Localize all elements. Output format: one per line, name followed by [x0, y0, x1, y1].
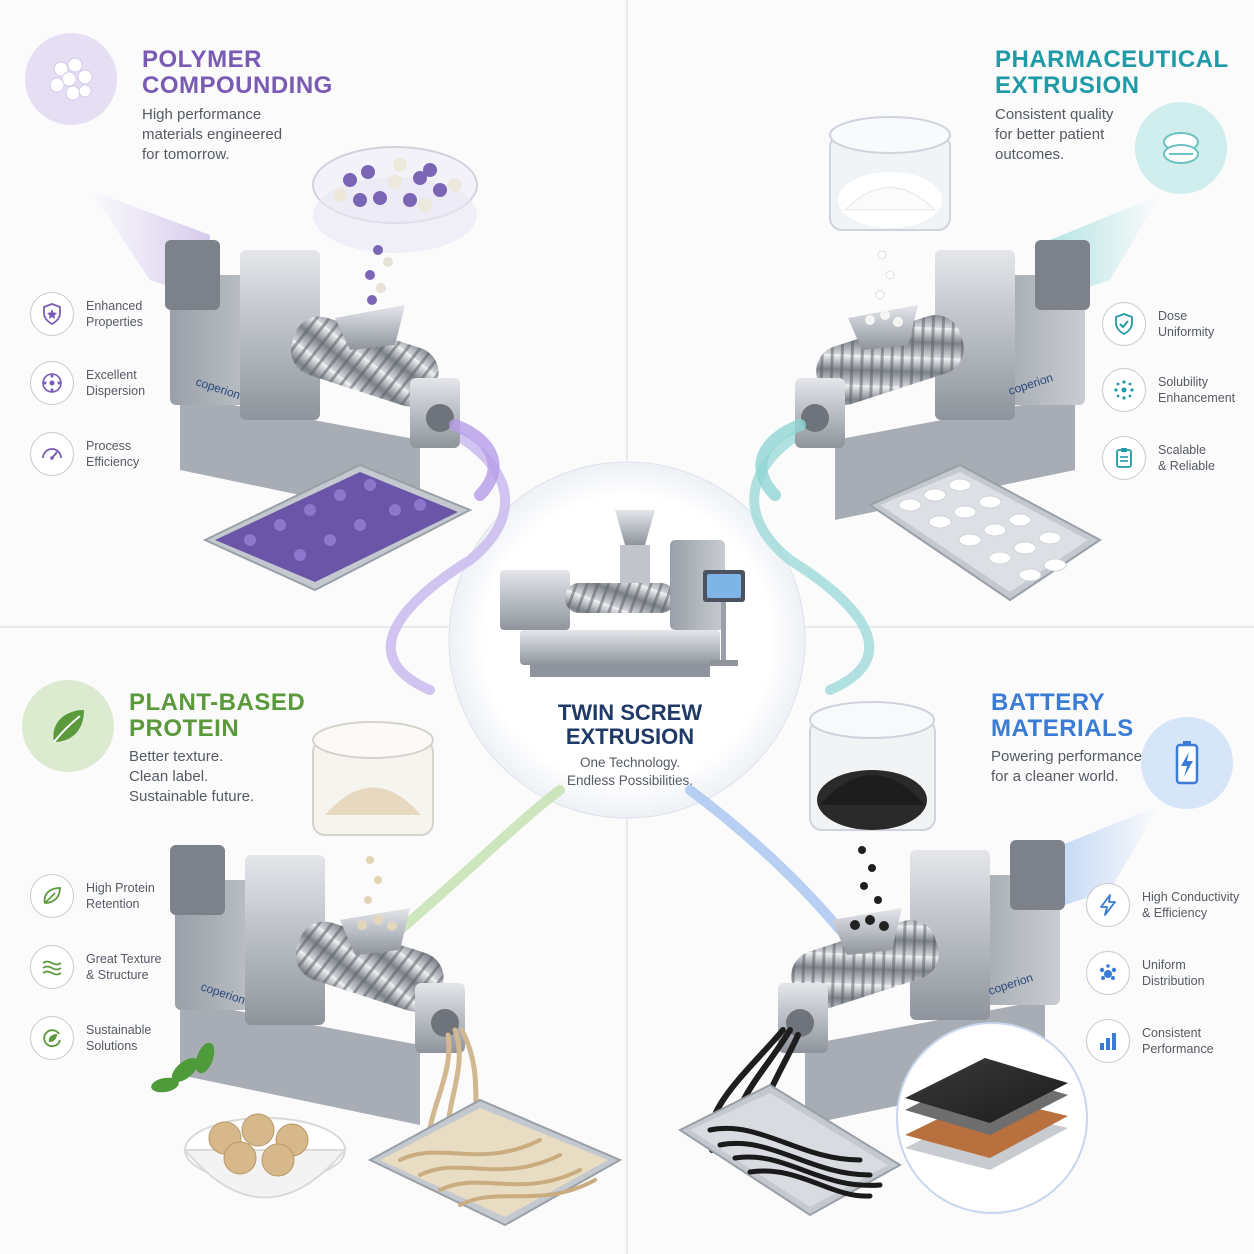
battery-feature-2: Uniform Distribution	[1086, 951, 1205, 995]
feature-label: Sustainable Solutions	[86, 1023, 152, 1053]
plant-protein-tray	[367, 1098, 623, 1227]
pharma-feature-3: Scalable & Reliable	[1102, 436, 1215, 480]
battery-description: Powering performance for a cleaner world…	[991, 748, 1142, 785]
pharma-feature-1: Dose Uniformity	[1102, 302, 1214, 346]
plant-feature-2: Great Texture & Structure	[30, 945, 162, 989]
pellets-icon	[25, 33, 117, 125]
pharma-feature-2: Solubility Enhancement	[1102, 368, 1235, 412]
battery-feature-1: High Conductivity & Efficiency	[1086, 883, 1239, 927]
battery-sheet-inset	[896, 1022, 1088, 1214]
plant-feature-1: High Protein Retention	[30, 874, 155, 918]
battery-icon	[1141, 717, 1233, 809]
shield-icon	[30, 292, 74, 336]
polymer-feature-1: Enhanced Properties	[30, 292, 143, 336]
molecule-icon	[1102, 368, 1146, 412]
feature-label: Scalable & Reliable	[1158, 443, 1215, 473]
polymer-title: POLYMER COMPOUNDING	[142, 46, 333, 99]
polymer-feature-2: Excellent Dispersion	[30, 361, 145, 405]
leaf-icon	[30, 874, 74, 918]
feature-label: High Protein Retention	[86, 881, 155, 911]
pharma-tablet-tray	[867, 463, 1102, 602]
plant-extruder-machine: coperion	[170, 845, 483, 1163]
leaves-icon	[22, 680, 114, 772]
plant-description: Better texture. Clean label. Sustainable…	[129, 748, 255, 805]
battery-feature-3: Consistent Performance	[1086, 1019, 1214, 1063]
feature-label: High Conductivity & Efficiency	[1142, 890, 1240, 920]
feature-label: Process Efficiency	[86, 439, 140, 469]
bar-chart-icon	[1086, 1019, 1130, 1063]
tablets-icon	[1135, 102, 1227, 194]
feature-label: Uniform Distribution	[1142, 958, 1205, 988]
polymer-description: High performance materials engineered fo…	[142, 106, 283, 163]
feature-label: Dose Uniformity	[1158, 309, 1215, 339]
recycle-leaf-icon	[30, 1016, 74, 1060]
lightning-icon	[1086, 883, 1130, 927]
particles-icon	[1086, 951, 1130, 995]
plant-powder-dish	[312, 721, 434, 904]
center-extruder-machine	[500, 510, 745, 677]
flow-ribbon-battery	[685, 785, 845, 935]
pharma-description: Consistent quality for better patient ou…	[995, 106, 1114, 163]
dispersion-icon	[30, 361, 74, 405]
plant-protein-bowl	[151, 1042, 348, 1199]
feature-label: Consistent Performance	[1142, 1026, 1214, 1056]
center-title: TWIN SCREW EXTRUSION	[557, 700, 703, 749]
battery-title: BATTERY MATERIALS	[991, 689, 1134, 742]
pharma-extruder-machine: coperion	[755, 240, 1090, 520]
pharma-title: PHARMACEUTICAL EXTRUSION	[995, 46, 1229, 99]
pharma-powder-dish	[829, 116, 951, 300]
light-beam-battery	[1050, 805, 1160, 910]
feature-label: Enhanced Properties	[86, 299, 143, 329]
gauge-icon	[30, 432, 74, 476]
battery-cable-tray	[677, 1083, 902, 1217]
shield-check-icon	[1102, 302, 1146, 346]
feature-label: Excellent Dispersion	[86, 368, 146, 398]
flow-ribbon-plant	[395, 785, 565, 935]
center-subtitle: One Technology. Endless Possibilities.	[566, 755, 694, 788]
waves-icon	[30, 945, 74, 989]
polymer-output-tray	[202, 463, 473, 592]
plant-feature-3: Sustainable Solutions	[30, 1016, 151, 1060]
polymer-pellet-dish	[312, 146, 478, 305]
plant-title: PLANT-BASED PROTEIN	[129, 689, 306, 742]
feature-label: Solubility Enhancement	[1158, 375, 1236, 405]
battery-granule-dish	[809, 701, 936, 904]
feature-label: Great Texture & Structure	[86, 952, 162, 982]
polymer-extruder-machine: coperion	[165, 240, 500, 520]
clipboard-icon	[1102, 436, 1146, 480]
polymer-feature-3: Process Efficiency	[30, 432, 139, 476]
